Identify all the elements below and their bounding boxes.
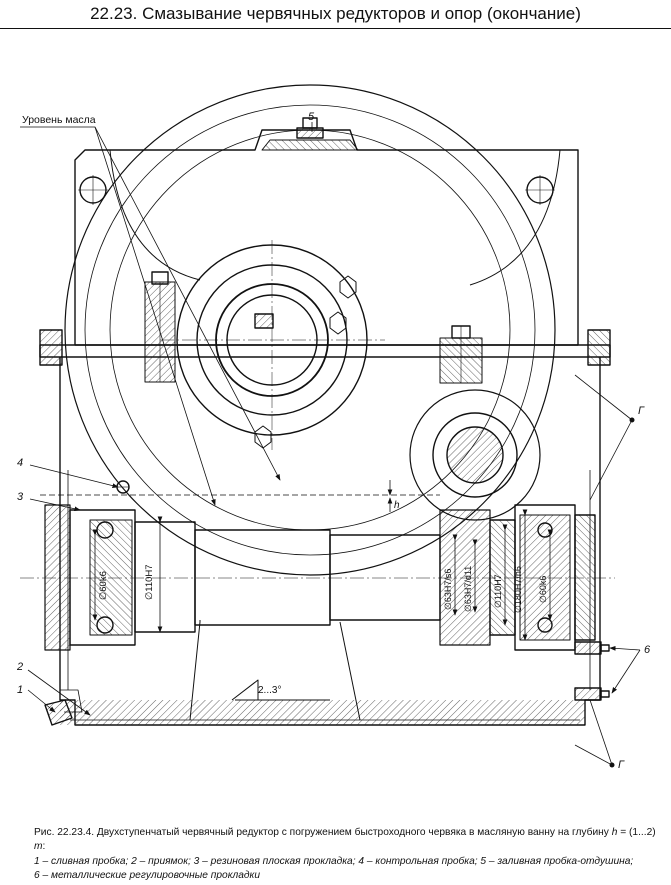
caption-item-num: 2 <box>131 855 137 867</box>
filler-breather-plug <box>261 117 359 151</box>
caption-item-text: – приямок; <box>136 855 194 867</box>
oil-level-label: Уровень масла <box>22 114 96 126</box>
callout-3: 3 <box>17 491 24 503</box>
worm-gearbox-drawing: Уровень масла 1 2 3 4 5 6 Г Г h 2...3° ∅… <box>16 84 651 771</box>
dim-label-180h7h6: ∅180H7/h6 <box>513 566 523 613</box>
caption-line-1: Рис. 22.23.4. Двухступенчатый червячный … <box>34 826 664 855</box>
caption-item-num: 5 <box>480 855 487 867</box>
callout-5: 5 <box>308 111 315 123</box>
callout-6: 6 <box>644 644 651 656</box>
caption-var-h: h <box>611 827 618 838</box>
page-header: 22.23. Смазывание червячных редукторов и… <box>0 0 671 30</box>
caption-item-num: 1 <box>34 855 40 867</box>
worm-shaft <box>20 389 615 651</box>
caption-item-num: 6 <box>34 869 40 881</box>
section-mark-bottom: Г <box>618 759 625 771</box>
dimension-lines <box>92 480 553 641</box>
caption-item-num: 4 <box>358 855 365 867</box>
lower-housing <box>59 357 601 726</box>
callout-4: 4 <box>17 457 23 469</box>
caption-var-m: m <box>34 841 43 853</box>
slope-label: 2...3° <box>258 685 281 696</box>
end-cap-bolts <box>574 641 610 701</box>
caption-main-text: Двухступенчатый червячный редуктор с пог… <box>96 827 609 838</box>
caption-item-text: – металлические регулировочные прокладки <box>39 869 261 881</box>
drain-plug <box>44 689 83 726</box>
dim-label-63h7d11: ∅63H7/d11 <box>463 566 473 612</box>
figure-caption: Рис. 22.23.4. Двухступенчатый червячный … <box>34 826 664 883</box>
caption-colon: : <box>42 841 46 853</box>
caption-item-text: – контрольная пробка; <box>364 855 481 867</box>
callout-2: 2 <box>16 661 23 673</box>
caption-depth: = (1...2) <box>620 827 656 838</box>
worm-wheel <box>64 84 556 576</box>
caption-item-num: 3 <box>193 855 200 867</box>
dim-label-110h7-right: ∅110H7 <box>493 574 503 608</box>
page-title: 22.23. Смазывание червячных редукторов и… <box>90 4 581 23</box>
caption-line-2: 1 – сливная пробка; 2 – приямок; 3 – рез… <box>34 855 664 869</box>
caption-item-text: – сливная пробка; <box>39 855 132 867</box>
dim-label-110h7-left: ∅110H7 <box>144 564 155 600</box>
section-mark-top: Г <box>638 405 645 417</box>
caption-fig-number: Рис. 22.23.4. <box>34 827 95 838</box>
drawing-labels: Уровень масла 1 2 3 4 5 6 Г Г h 2...3° ∅… <box>16 111 651 771</box>
dim-label-60k6-left: ∅60k6 <box>98 571 109 600</box>
housing-cover <box>74 129 579 346</box>
callout-1: 1 <box>17 684 23 696</box>
caption-line-3: 6 – металлические регулировочные проклад… <box>34 869 664 883</box>
caption-item-text: – резиновая плоская прокладка; <box>199 855 359 867</box>
dim-label-60k6-right: ∅60k6 <box>538 576 548 603</box>
dim-label-63h7s6: ∅63H7/s6 <box>443 569 453 610</box>
housing-joint <box>39 329 611 366</box>
caption-item-text: – заливная пробка-отдушина; <box>486 855 634 867</box>
header-rule <box>0 28 671 29</box>
leader-lines <box>20 122 641 768</box>
check-plug <box>116 480 130 494</box>
joint-bolts <box>144 271 483 384</box>
dimension-h: h <box>394 500 400 511</box>
